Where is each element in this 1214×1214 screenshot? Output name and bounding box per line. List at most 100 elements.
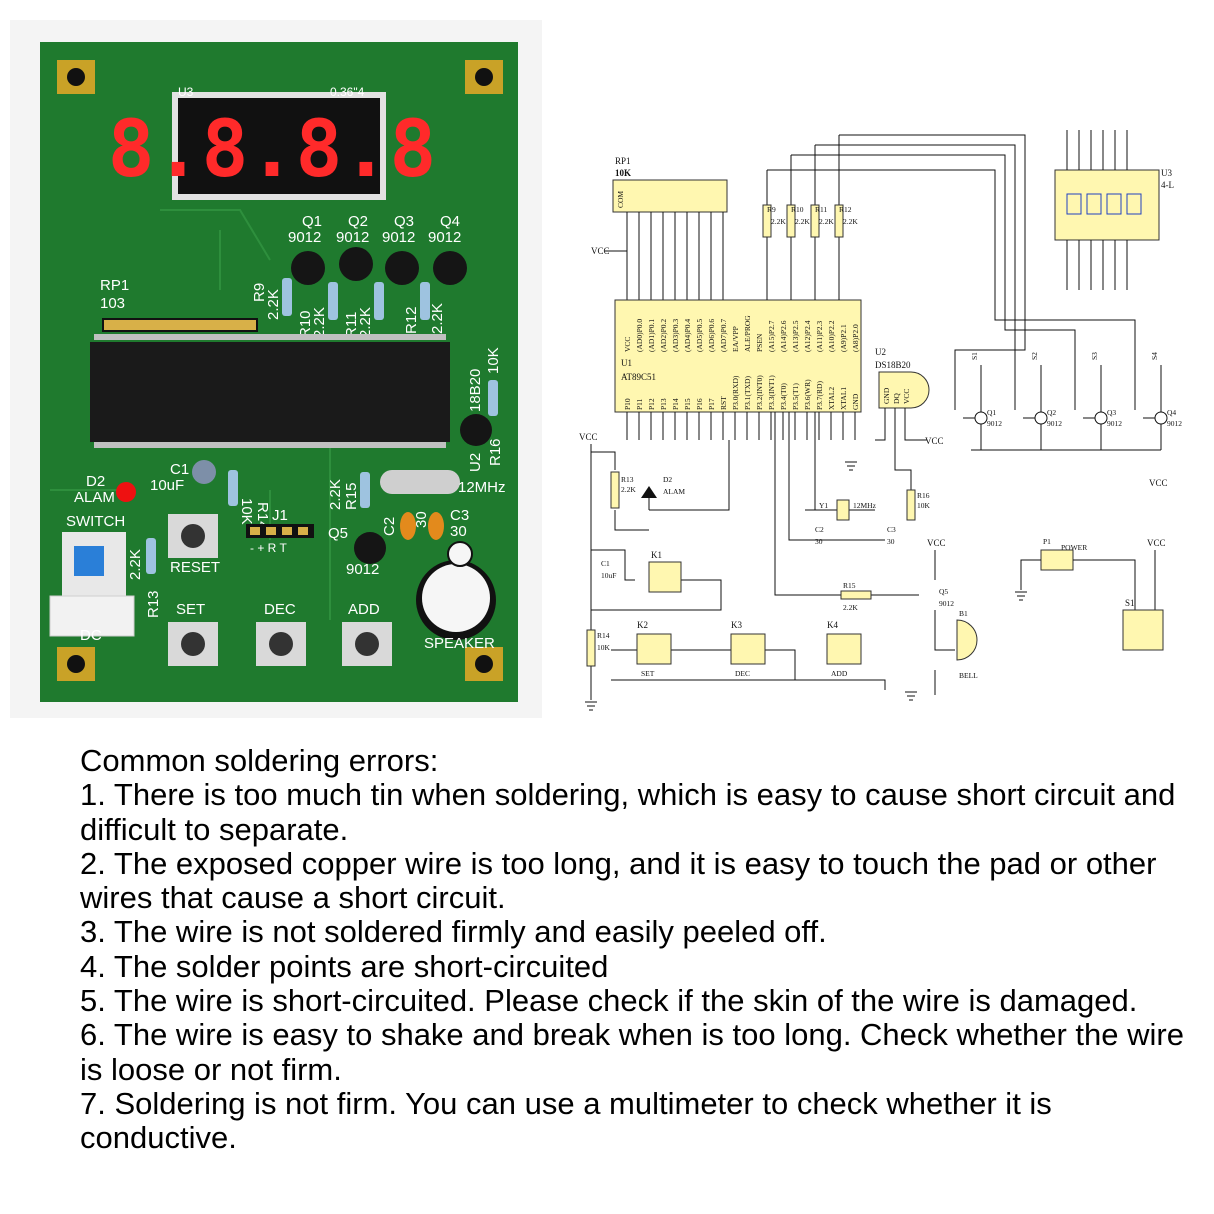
pcb-render-panel: 8.8.8.8 U3 0.36"4 Q1 9012 Q2 9012 Q3 901… [10,20,542,718]
sch-k1-label: K1 [651,550,662,560]
sch-u1-top-pin-17: (A11)P2.3 [815,321,824,352]
sch-r14-value: 10K [597,643,611,652]
sch-u1-bottom-pin-10: P3.0(RXD) [731,375,740,410]
sch-u1-bottom-pin-19: XTAL1 [839,387,848,410]
sch-u1-bottom-pin-11: P3.1(TXD) [743,376,752,410]
alam-label: ALAM [74,489,115,506]
schematic-oscillator: Y1 12MHz C2 30 C3 30 [788,412,896,546]
sch-r12-value: 2.2K [843,217,858,226]
c1-label: C1 [170,461,189,478]
sch-c2-label: C2 [815,525,824,534]
r9-value: 2.2K [265,289,282,320]
dec-label: DEC [264,601,296,618]
dc-label: DC [80,627,102,644]
sch-set-label: SET [641,669,655,678]
sch-u1-bottom-pin-3: P12 [647,398,656,410]
q4-label: Q4 [440,213,460,230]
sch-u1-top-pin-19: (A9)P2.1 [839,324,848,352]
sch-rp1-com: COM [616,191,625,208]
r12-label: R12 [403,306,420,334]
display-digits: 8.8.8.8 [108,105,437,195]
display-size-label: 0.36"4 [330,85,365,99]
sch-r15-value: 2.2K [843,603,858,612]
sch-k3-label: K3 [731,620,742,630]
sch-u2-pin-vcc: VCC [902,389,911,404]
sch-u1-top-pin-15: (A13)P2.5 [791,320,800,352]
power-switch: SWITCH DC [49,513,135,644]
r10-label: R10 [297,310,314,338]
sch-r14-label: R14 [597,631,610,640]
push-buttons: RESET SET DEC ADD [168,514,392,666]
sch-u1-top-pin-3: (AD1)P0.1 [647,319,656,352]
notes-heading: Common soldering errors: [80,743,439,778]
c3-label: C3 [450,507,469,524]
q5-value: 9012 [346,561,379,578]
mcu-chip [90,334,450,448]
sch-u1-bottom-pin-14: P3.4(T0) [779,383,788,410]
transistors-q1-q4: Q1 9012 Q2 9012 Q3 9012 Q4 9012 [288,213,467,285]
sch-s1-label: S1 [1125,598,1135,608]
c2-value: 30 [413,511,430,528]
sch-c1-value: 10uF [601,571,616,580]
sch-u1-bottom-pin-1: P10 [623,398,632,410]
reset-label: RESET [170,559,220,576]
sch-driver-q2-part: 9012 [1047,419,1062,428]
sch-u1-bottom-pin-2: P11 [635,398,644,410]
sch-u3-part: 4-L [1161,180,1174,190]
sch-u1-top-pin-6: (AD4)P0.4 [683,319,692,352]
schematic-power: P1 POWER VCC S1 [1020,537,1166,651]
sch-dec-label: DEC [735,669,750,678]
sch-r16-value: 10K [917,501,931,510]
sch-u1-top-pin-12: PSEN [755,333,764,352]
sch-u1-top-pin-11: ALE/PROG [743,315,752,352]
schematic-r9-r12: R9 R10 R11 R12 2.2K 2.2K 2.2K 2.2K [762,134,1136,410]
sch-driver-q2: Q2 [1047,408,1056,417]
sch-u1-bottom-pin-8: P17 [707,398,716,410]
sch-u1-top-pin-5: (AD3)P0.3 [671,319,680,352]
sch-u1-top-pins: VCC(AD0)P0.0(AD1)P0.1(AD2)P0.2(AD3)P0.3(… [623,315,860,352]
soldering-notes: Common soldering errors: 1. There is too… [80,743,1190,1156]
sch-add-label: ADD [831,669,848,678]
q1-value: 9012 [288,229,321,246]
r14-value: 10K [238,498,255,525]
sch-u2-part: DS18B20 [875,360,911,370]
sch-u1-top-pin-14: (A14)P2.6 [779,320,788,352]
schematic-buzzer-driver: R15 2.2K VCC Q5 9012 B1 BELL [774,412,978,695]
r14-label: R14 [254,502,271,530]
sch-digit-select-2: S2 [1030,352,1039,360]
sch-driver-q1: Q1 [987,408,996,417]
sch-u2-pin-gnd: GND [882,387,891,404]
sch-u2-label: U2 [875,347,886,357]
sch-u1-top-pin-4: (AD2)P0.2 [659,319,668,352]
sch-c3-value: 30 [887,537,895,546]
resistor-r14: R14 10K [228,470,271,530]
mounting-holes [57,60,503,681]
r9-label: R9 [251,283,268,302]
sch-rp1-label: RP1 [615,156,631,166]
sch-driver-q3-symbol [1094,411,1108,425]
sch-driver-q1-wires [963,365,982,450]
sch-bell-label: BELL [959,671,978,680]
q3-label: Q3 [394,213,414,230]
r15-label: R15 [343,482,360,510]
sch-d2-label: D2 [663,475,672,484]
r13-value: 2.2K [127,549,144,580]
r13-label: R13 [145,590,162,618]
sch-u1-bottom-pin-6: P15 [683,398,692,410]
sch-u1-top-pin-8: (AD6)P0.6 [707,319,716,352]
q4-value: 9012 [428,229,461,246]
sch-vcc-q5: VCC [927,538,946,548]
header-j1: J1 - + R T [246,507,314,555]
sch-c3-label: C3 [887,525,896,534]
sch-u1-bottom-pin-9: RST [719,396,728,410]
note-item-4: 4. The solder points are short-circuited [80,948,609,984]
r16-value: 10K [485,347,502,374]
rp1-value: 103 [100,295,125,312]
sch-y1-label: Y1 [819,501,828,510]
resistor-r13: 2.2K R13 [127,538,162,618]
sch-driver-q4-part: 9012 [1167,419,1182,428]
r12-value: 2.2K [429,303,446,334]
sch-driver-q2-symbol [1034,411,1048,425]
